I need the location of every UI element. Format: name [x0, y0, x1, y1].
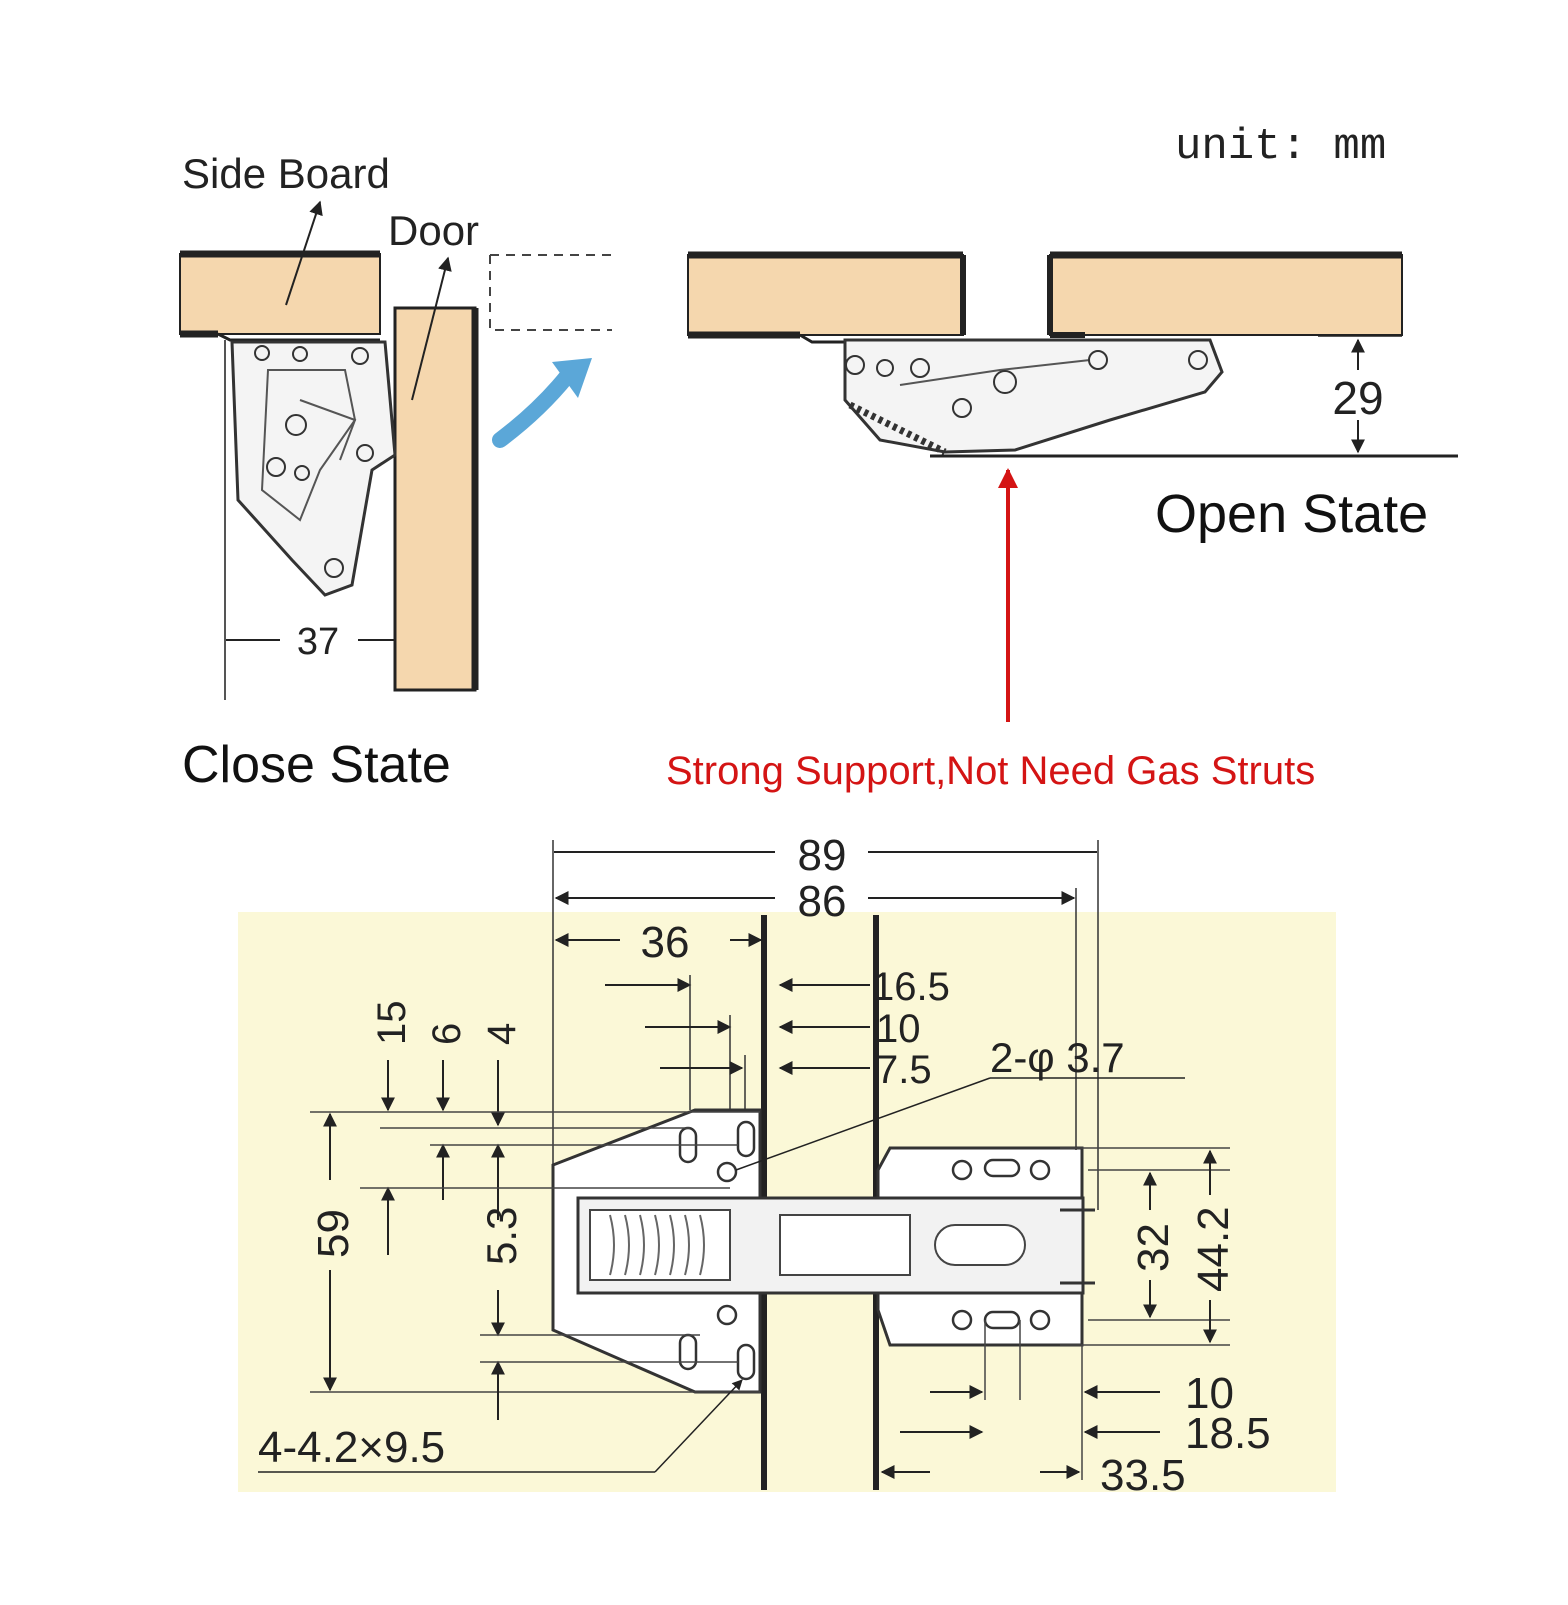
- door-label: Door: [388, 207, 479, 254]
- dim-5-3-label: 5.3: [478, 1207, 525, 1265]
- dim-86-label: 86: [798, 877, 847, 926]
- close-state-diagram: Side Board Door 37 Close State: [179, 150, 612, 794]
- open-right-board: [1049, 254, 1403, 336]
- dim-32-label: 32: [1129, 1223, 1178, 1272]
- dim-59-label: 59: [309, 1209, 358, 1258]
- dim-44-2-label: 44.2: [1189, 1206, 1238, 1292]
- dim-10-top-label: 10: [876, 1007, 921, 1051]
- hinge-open: [843, 338, 1224, 454]
- side-board: [179, 253, 381, 335]
- close-state-title: Close State: [182, 736, 451, 794]
- open-direction-arrow: [492, 367, 576, 448]
- dim-36-label: 36: [641, 918, 690, 967]
- dim-7-5-label: 7.5: [876, 1048, 932, 1092]
- hole-callout-label: 2-φ 3.7: [990, 1034, 1125, 1081]
- slot-callout-label: 4-4.2×9.5: [258, 1423, 445, 1472]
- dim-16-5-label: 16.5: [872, 965, 950, 1009]
- dim-18-5-label: 18.5: [1185, 1409, 1271, 1458]
- hinge-closed: [230, 340, 397, 597]
- dim-15-label: 15: [370, 1001, 414, 1046]
- dim-29-label: 29: [1332, 372, 1383, 424]
- side-board-label: Side Board: [182, 150, 390, 197]
- door-panel: [393, 306, 477, 692]
- dim-10-bottom-label: 10: [1185, 1369, 1234, 1418]
- unit-label: unit: mm: [1175, 122, 1386, 172]
- dimension-drawing: 89 86 36 16.5 10 7.5 2-φ 3.7 15 6 4: [238, 831, 1336, 1500]
- support-callout: Strong Support,Not Need Gas Struts: [666, 749, 1315, 793]
- dim-89-label: 89: [798, 831, 847, 880]
- open-left-board: [687, 254, 964, 336]
- open-state-diagram: 29 Open State Strong Support,Not Need Ga…: [666, 251, 1458, 793]
- dim-6-label: 6: [425, 1023, 469, 1045]
- open-state-title: Open State: [1155, 484, 1428, 544]
- dim-4-label: 4: [480, 1023, 524, 1045]
- dim-33-5-label: 33.5: [1100, 1451, 1186, 1500]
- dim-37-label: 37: [297, 621, 339, 663]
